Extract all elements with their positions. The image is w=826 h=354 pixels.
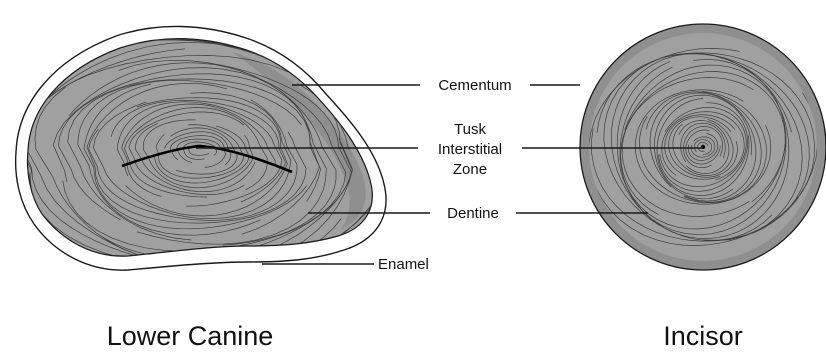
lower-canine-section [3, 26, 386, 288]
label-enamel: Enamel [378, 256, 429, 273]
title-incisor: Incisor [663, 321, 743, 351]
label-tusk-line3: Zone [453, 161, 487, 178]
label-tusk-line2: Interstitial [438, 141, 502, 158]
title-lower-canine: Lower Canine [107, 321, 274, 351]
label-cementum: Cementum [438, 77, 511, 94]
label-dentine: Dentine [447, 205, 499, 222]
label-tusk-line1: Tusk [454, 121, 486, 138]
incisor-section [580, 24, 826, 270]
